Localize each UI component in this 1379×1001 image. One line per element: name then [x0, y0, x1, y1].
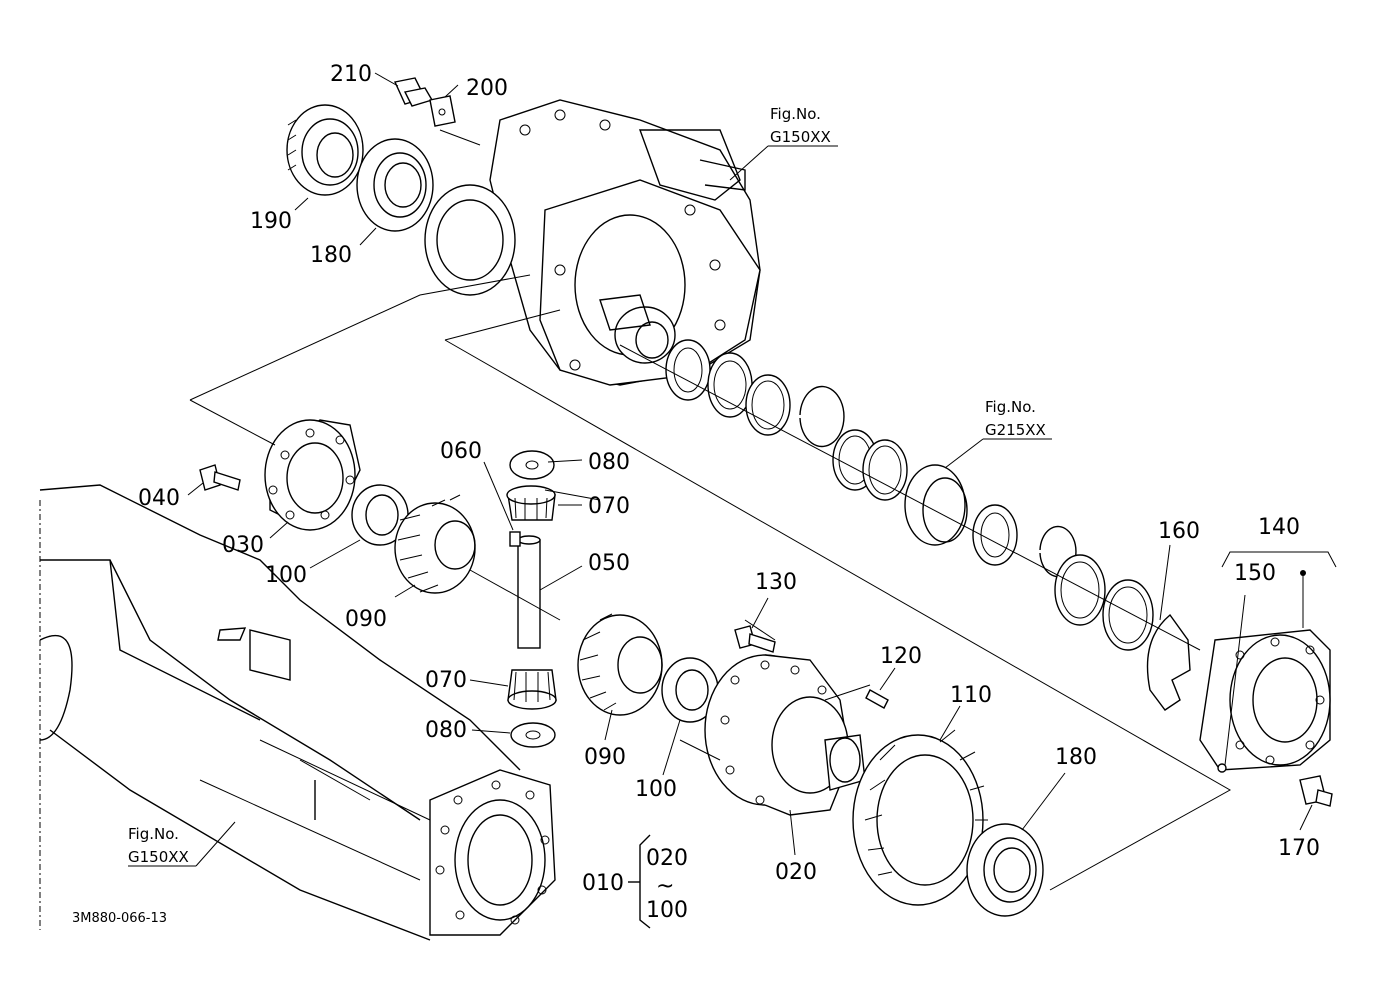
part-110-ring-gear	[852, 729, 988, 906]
label-180: 180	[310, 243, 352, 268]
part-070-pinion-bottom	[507, 669, 557, 710]
part-080-washer-bottom	[510, 722, 556, 748]
part-160-collar	[1146, 613, 1191, 711]
gear-case	[424, 99, 761, 386]
part-labels: 210 200 190 180 040 030 100 090 060 080 …	[138, 62, 1320, 923]
fig-ref-lines	[128, 145, 1052, 867]
drawing-code: 3M880-066-13	[72, 911, 167, 926]
part-170-bolt	[1299, 775, 1333, 807]
label-range-from: 020	[646, 846, 688, 871]
part-210-screw	[393, 77, 434, 107]
fig-ref-1-line2: G150XX	[770, 128, 831, 146]
label-210: 210	[330, 62, 372, 87]
label-180-b: 180	[1055, 745, 1097, 770]
label-160: 160	[1158, 519, 1200, 544]
fig-ref-3-line1: Fig.No.	[128, 825, 179, 843]
part-190-seal	[286, 104, 364, 196]
part-070-pinion-top	[506, 485, 556, 521]
part-050-shaft	[517, 535, 541, 649]
label-170: 170	[1278, 836, 1320, 861]
label-070-b: 070	[425, 668, 467, 693]
label-130: 130	[755, 570, 797, 595]
part-180-bearing-top	[356, 138, 434, 232]
label-100: 100	[265, 563, 307, 588]
label-010: 010	[582, 871, 624, 896]
part-180-bearing-bottom	[966, 823, 1044, 917]
label-050: 050	[588, 551, 630, 576]
assembly-lines	[189, 129, 1232, 891]
part-130-bolt	[734, 625, 776, 653]
axle-housing	[39, 484, 556, 941]
part-060-pin	[509, 531, 521, 547]
label-090: 090	[345, 607, 387, 632]
label-060: 060	[440, 439, 482, 464]
part-090-gear-right	[577, 613, 663, 716]
shim-rings	[665, 339, 1154, 651]
label-110: 110	[950, 683, 992, 708]
label-100-b: 100	[635, 777, 677, 802]
label-range-to: 100	[646, 898, 688, 923]
part-100-shim-left	[351, 484, 409, 546]
part-090-gear-left	[394, 494, 476, 594]
part-120-pin	[865, 689, 889, 709]
part-080-washer-top	[509, 450, 555, 480]
label-030: 030	[222, 533, 264, 558]
label-190: 190	[250, 209, 292, 234]
label-150: 150	[1234, 561, 1276, 586]
label-080-b: 080	[425, 718, 467, 743]
label-070: 070	[588, 494, 630, 519]
fig-ref-1-line1: Fig.No.	[770, 105, 821, 123]
part-040-bolt	[199, 464, 241, 491]
label-040: 040	[138, 486, 180, 511]
fig-ref-2-line2: G215XX	[985, 421, 1046, 439]
leader-lines	[187, 72, 1337, 856]
label-range-sep: ~	[656, 874, 674, 899]
fig-ref-3-line2: G150XX	[128, 848, 189, 866]
part-030-holder	[264, 419, 361, 531]
part-020-diff-case	[704, 654, 866, 816]
part-140-cover	[1199, 629, 1331, 771]
part-100-shim-right	[661, 657, 719, 723]
fig-ref-2-line1: Fig.No.	[985, 398, 1036, 416]
part-200-plate	[429, 95, 456, 127]
assembly-bracket	[628, 834, 651, 929]
part-150-pin	[1217, 570, 1306, 773]
label-020: 020	[775, 860, 817, 885]
label-080: 080	[588, 450, 630, 475]
fig-references: Fig.No. G150XX Fig.No. G215XX Fig.No. G1…	[128, 105, 1046, 866]
label-140: 140	[1258, 515, 1300, 540]
label-120: 120	[880, 644, 922, 669]
label-090-b: 090	[584, 745, 626, 770]
label-200: 200	[466, 76, 508, 101]
